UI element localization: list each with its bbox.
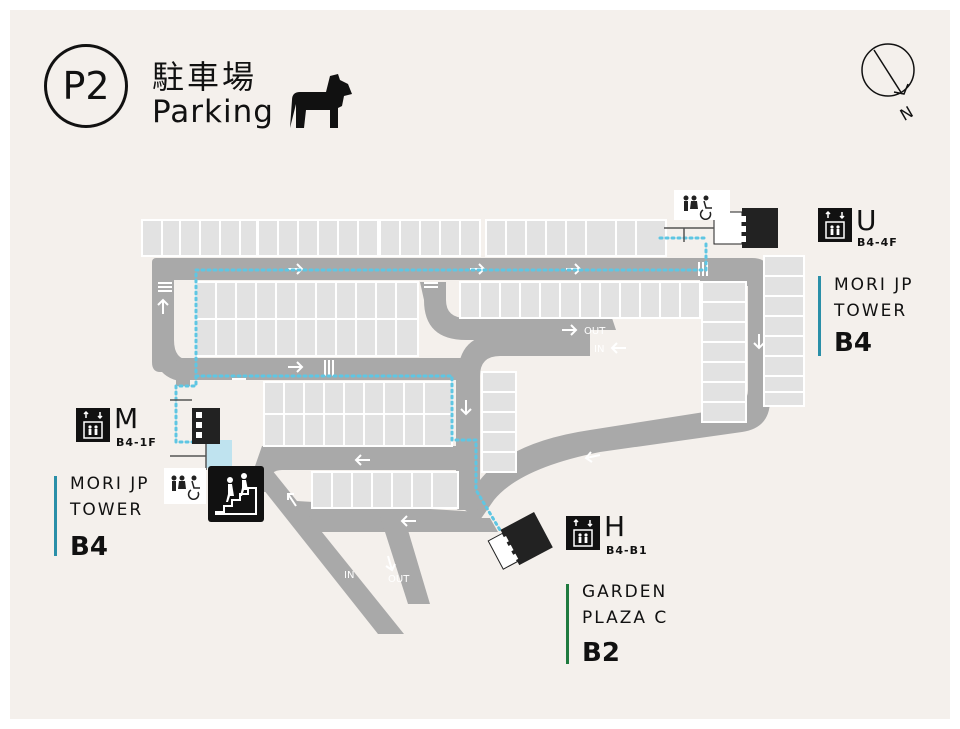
- mori-left-bar: [54, 476, 57, 556]
- road-label-in-bottom: IN: [344, 570, 354, 581]
- elevator-m-range: B4-1F: [116, 436, 157, 449]
- walking-route: [174, 242, 708, 532]
- elevator-icon: [566, 516, 600, 550]
- garden-line2: PLAZA C: [582, 608, 669, 628]
- elevator-hall-m: [170, 399, 220, 470]
- mori-right-line2: TOWER: [834, 301, 908, 321]
- mori-left-line1: MORI JP: [70, 474, 150, 494]
- badge-label: P2: [62, 64, 110, 108]
- mori-right-line1: MORI JP: [834, 275, 914, 295]
- parking-level-badge: P2: [44, 44, 128, 128]
- elevator-icon: [76, 408, 110, 442]
- restroom-icon: [164, 468, 206, 504]
- garden-bar: [566, 584, 569, 664]
- stairs-icon: [208, 466, 264, 522]
- garden-line1: GARDEN: [582, 582, 668, 602]
- elevator-hall-u: [664, 208, 778, 248]
- page-title-ja: 駐車場: [152, 58, 258, 96]
- mori-right-floor: B4: [834, 328, 872, 358]
- elevator-u-letter: U: [856, 204, 877, 237]
- mori-left-line2: TOWER: [70, 500, 144, 520]
- road-label-out-right: OUT: [584, 326, 606, 337]
- elevator-m-letter: M: [114, 402, 139, 435]
- entrance-area: [206, 440, 232, 468]
- elevator-h-range: B4-B1: [606, 544, 648, 557]
- mori-right-bar: [818, 276, 821, 356]
- garden-floor: B2: [582, 638, 620, 668]
- dog-logo-icon: [290, 74, 352, 128]
- elevator-h-letter: H: [604, 510, 626, 543]
- compass-letter: N: [897, 102, 917, 124]
- page-title-en: Parking: [152, 94, 274, 130]
- road-label-in-right: IN: [594, 344, 604, 355]
- elevator-u-range: B4-4F: [857, 236, 898, 249]
- elevator-hall-h: [487, 512, 553, 570]
- compass-north-icon: [861, 43, 915, 97]
- restroom-icon: [674, 190, 730, 220]
- elevator-icon: [818, 208, 852, 242]
- parking-space-lines: [161, 220, 804, 508]
- road-label-out-bottom: OUT: [388, 574, 410, 585]
- mori-left-floor: B4: [70, 532, 108, 562]
